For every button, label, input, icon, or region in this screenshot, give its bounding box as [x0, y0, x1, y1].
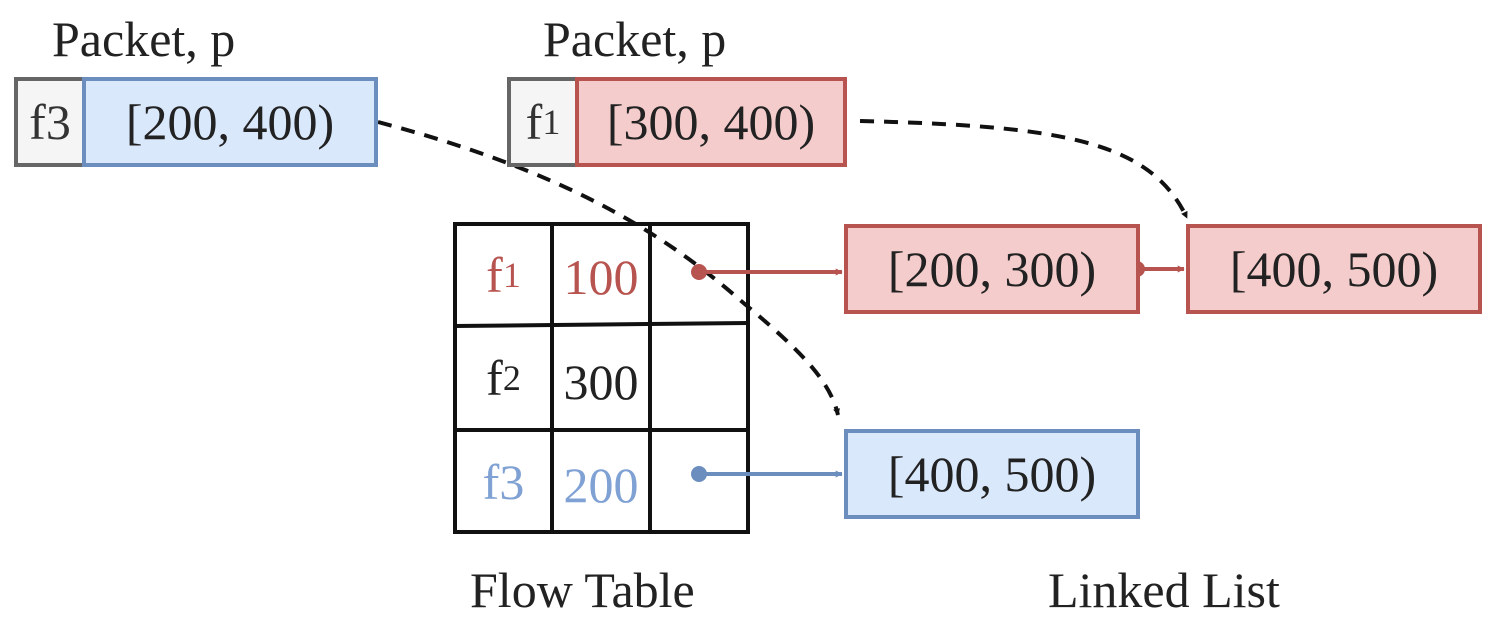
flow-id-main: f [525, 94, 543, 150]
flow-table-grid [453, 222, 750, 534]
packet-label: Packet, p [52, 11, 236, 67]
flow-table-value: 200 [563, 457, 639, 513]
packet-range-text: [300, 400) [606, 94, 816, 150]
flow-id-main: f [482, 454, 500, 510]
flow-id-sub: 3 [45, 94, 71, 150]
flow-id-main: f [486, 247, 503, 303]
linked-list-node: [400, 500) [844, 429, 1140, 519]
flow-table-caption: Flow Table [470, 562, 695, 618]
packet-label: Packet, p [543, 11, 727, 67]
packet-range-text: [200, 400) [125, 94, 335, 150]
packet-range: [300, 400) [575, 77, 847, 167]
linked-list-node: [400, 500) [1186, 224, 1482, 314]
linked-list-caption: Linked List [1048, 562, 1280, 618]
flow-table-value: 300 [563, 354, 639, 410]
flow-id-main: f [29, 94, 46, 150]
packet-range: [200, 400) [82, 77, 378, 167]
linked-list-node: [200, 300) [844, 224, 1140, 314]
flow-id-sub: 3 [499, 454, 525, 510]
flow-id-main: f [486, 350, 503, 406]
packet-f1-to-list-dashed-arrow [859, 119, 1189, 219]
flow-table-value: 100 [563, 249, 639, 305]
